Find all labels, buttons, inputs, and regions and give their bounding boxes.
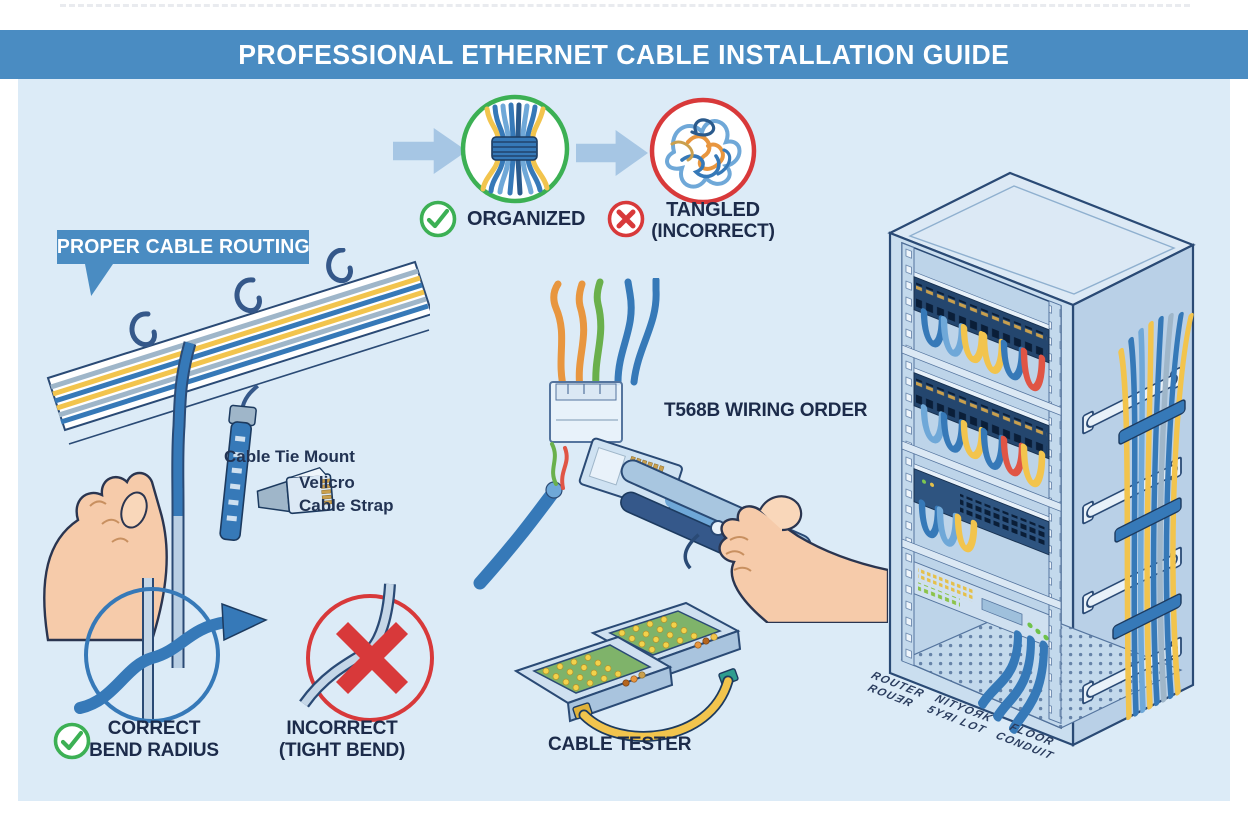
bend-radius-illustration — [74, 578, 434, 723]
cable-tester-label: CABLE TESTER — [548, 734, 692, 755]
check-icon — [53, 722, 91, 760]
velcro-line1: Velicro — [299, 473, 355, 492]
hand-illustration — [718, 495, 888, 623]
tangled-line1: TANGLED — [666, 199, 760, 221]
rj45-plug-illustration — [256, 466, 334, 515]
hand-illustration — [43, 471, 168, 642]
cross-icon — [607, 200, 645, 238]
incorrect-bend-label: INCORRECT (TIGHT BEND) — [262, 718, 422, 762]
title-banner: PROFESSIONAL ETHERNET CABLE INSTALLATION… — [0, 30, 1248, 79]
correct-bend-label: CORRECT BEND RADIUS — [88, 718, 220, 762]
velcro-line2: Cable Strap — [299, 496, 394, 515]
cable-tester-illustration — [513, 601, 742, 742]
correct-line1: CORRECT — [107, 718, 201, 739]
page-title: PROFESSIONAL ETHERNET CABLE INSTALLATION… — [238, 38, 1010, 70]
correct-line2: BEND RADIUS — [89, 740, 219, 761]
cable-routing-illustration — [43, 248, 430, 668]
routing-callout-label: PROPER CABLE ROUTING — [56, 235, 310, 258]
tangled-bundle-illustration — [649, 97, 757, 205]
cable-tie-mount-label: Cable Tie Mount — [224, 447, 355, 466]
routing-callout: PROPER CABLE ROUTING — [57, 230, 309, 264]
t568b-wiring-label: T568B WIRING ORDER — [664, 400, 868, 421]
tangled-label: TANGLED (INCORRECT) — [648, 199, 778, 243]
crimping-illustration — [473, 278, 888, 623]
organized-label: ORGANIZED — [467, 208, 586, 230]
incorrect-line2: (TIGHT BEND) — [278, 740, 406, 761]
check-icon — [419, 200, 457, 238]
incorrect-line1: INCORRECT — [286, 718, 398, 739]
organized-bundle-illustration — [460, 94, 570, 204]
velcro-strap-illustration — [219, 384, 260, 542]
server-rack-illustration — [887, 171, 1196, 747]
tangled-line2: (INCORRECT) — [651, 221, 775, 242]
velcro-strap-label: Velicro Cable Strap — [299, 471, 393, 517]
top-border-artifact — [60, 4, 1190, 7]
